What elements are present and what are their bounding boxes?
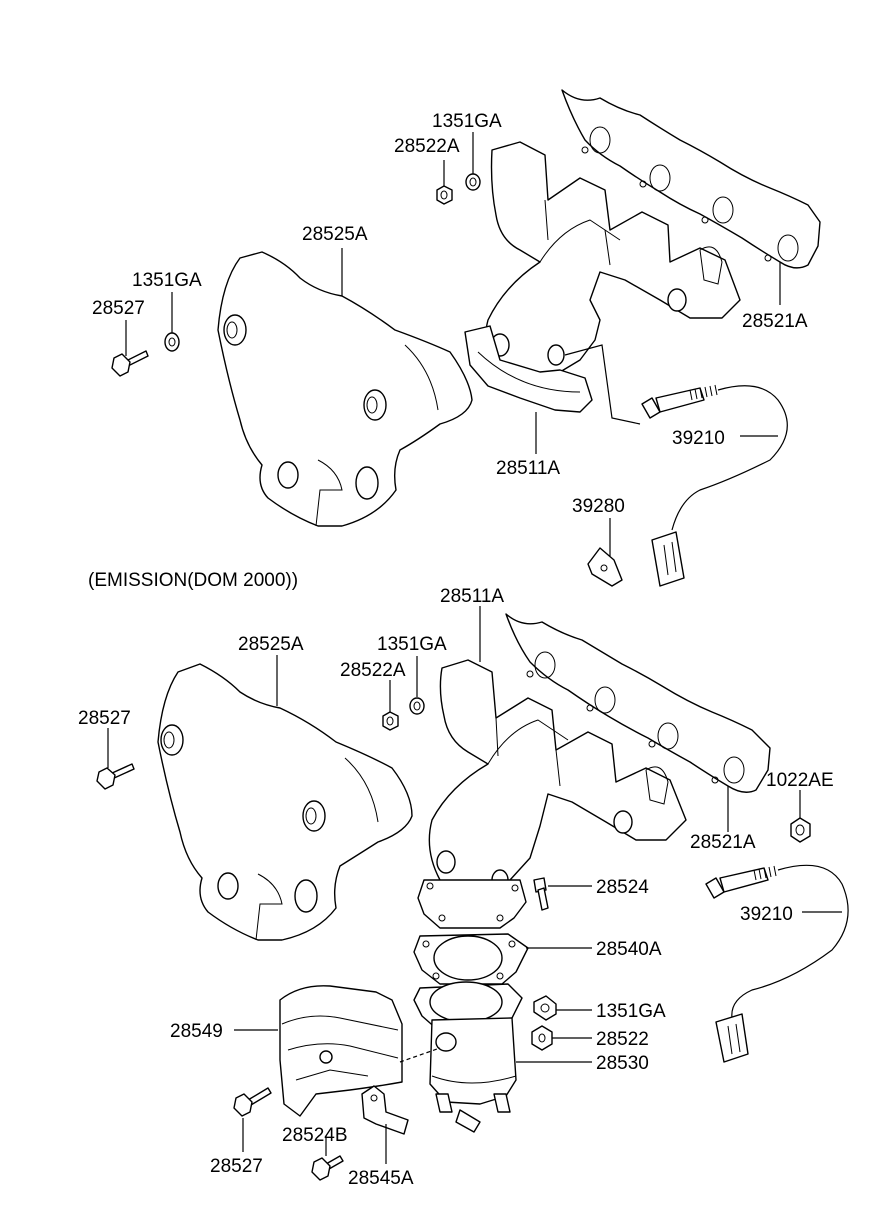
converter-gasket-part [413,933,529,985]
label-39280: 39280 [572,496,625,517]
label-28524: 28524 [596,877,649,898]
label-1351ga-b: 1351GA [132,270,202,291]
label-28527: 28527 [92,298,145,319]
manifold-gasket-part-lower [505,613,771,793]
top-part-labels: 1351GA 28522A 28525A 1351GA 28527 28521A… [92,111,808,517]
label-28522: 28522 [596,1029,649,1050]
label-28522a-lower: 28522A [340,660,406,681]
label-28525a-lower: 28525A [238,634,304,655]
nut-part-28522 [531,1025,553,1051]
label-28540a: 28540A [596,939,662,960]
converter-bracket-part [361,1085,409,1135]
exhaust-manifold-part-lower [428,659,687,891]
variant-caption: (EMISSION(DOM 2000)) [88,570,298,591]
bolt-part-28524 [533,877,549,911]
label-1022ae: 1022AE [766,770,834,791]
label-28522a: 28522A [394,136,460,157]
washer-part [164,332,180,352]
label-1351ga: 1351GA [432,111,502,132]
heat-protector-part [217,251,473,527]
label-28525a: 28525A [302,224,368,245]
converter-heat-shield-part [279,985,441,1117]
label-39210-lower: 39210 [740,904,793,925]
oxygen-sensor-part-lower [705,864,849,1063]
washer-part-lower-2 [533,995,557,1021]
manifold-outlet-flange [417,879,527,929]
label-28511a: 28511A [496,458,560,479]
top-assembly: 1351GA 28522A 28525A 1351GA 28527 28521A… [92,89,821,587]
bolt-part-28524b [311,1155,344,1181]
top-leader-lines [125,132,781,556]
nut-part-lower [382,711,399,731]
washer-part-2 [465,173,481,191]
bolt-part-lower [96,763,135,790]
label-39210: 39210 [672,428,725,449]
label-28511a-lower: 28511A [440,586,504,607]
nut-part [436,185,453,205]
label-28527-lower-b: 28527 [210,1156,263,1177]
label-28521a-lower: 28521A [690,832,756,853]
exhaust-manifold-part [464,141,741,413]
bottom-leader-lines [107,606,842,1164]
bolt-part-lower-2 [233,1087,272,1117]
label-28521a: 28521A [742,311,808,332]
bottom-assembly: 28511A 28525A 1351GA 28522A 28527 1022AE… [78,586,849,1189]
label-1351ga-lower: 1351GA [377,634,447,655]
label-28549: 28549 [170,1021,223,1042]
washer-part-lower [409,697,425,715]
nut-part-1022ae [790,817,811,843]
label-28524b: 28524B [282,1125,348,1146]
bolt-part [111,350,149,377]
manifold-gasket-part [561,89,821,269]
oxygen-sensor-part [641,384,788,587]
label-28530: 28530 [596,1053,649,1074]
label-1351ga-lower-b: 1351GA [596,1001,666,1022]
label-28527-lower: 28527 [78,708,131,729]
catalytic-converter-part [413,981,523,1133]
label-28545a: 28545A [348,1168,414,1189]
bottom-part-labels: 28511A 28525A 1351GA 28522A 28527 1022AE… [78,586,834,1189]
sensor-bracket-part [587,547,623,587]
heat-protector-part-lower [157,663,413,941]
